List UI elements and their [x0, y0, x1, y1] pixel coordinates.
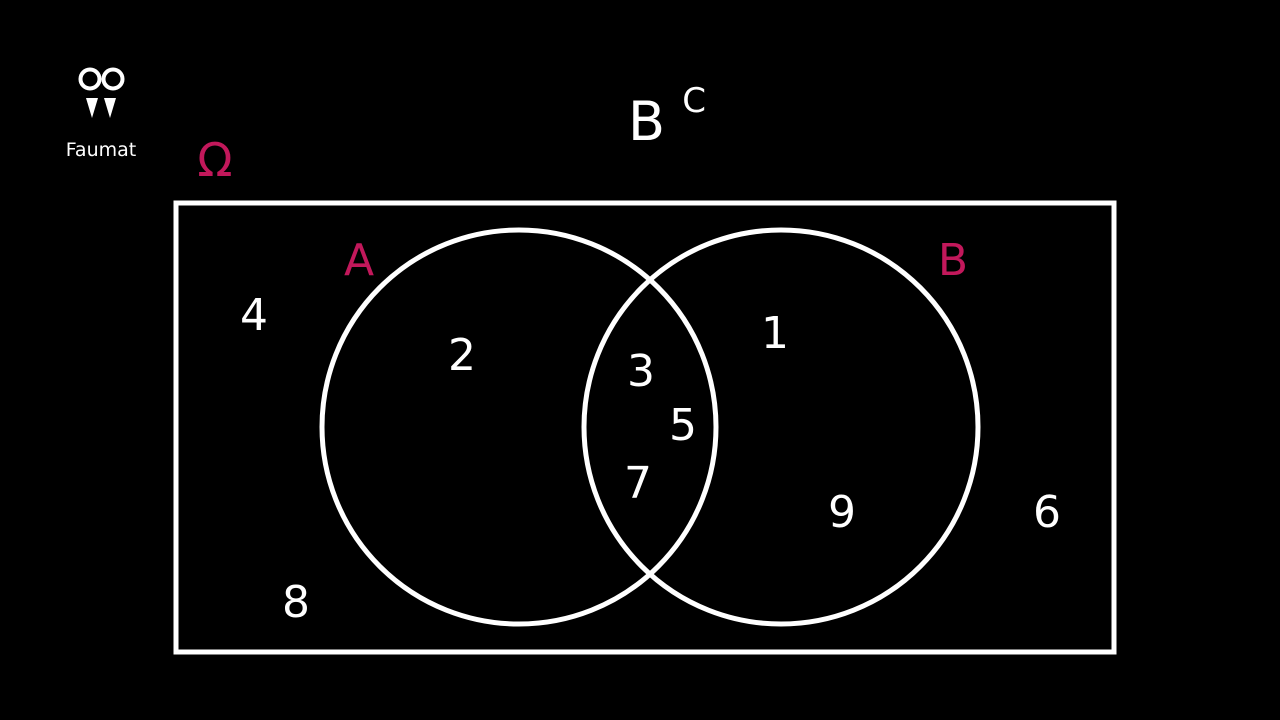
set-a-label: A [344, 235, 374, 286]
faumat-logo: Faumat [66, 67, 136, 161]
set-b-label: B [938, 235, 968, 286]
element-outside: 8 [282, 577, 310, 628]
element-only-b: 1 [761, 308, 789, 359]
element-a-and-b: 5 [669, 400, 697, 451]
element-a-and-b: 7 [624, 458, 652, 509]
universe-rectangle [173, 200, 1117, 655]
owl-icon [78, 67, 125, 118]
element-outside: 6 [1033, 487, 1061, 538]
set-a-circle [319, 227, 719, 627]
universe-label: Ω [197, 133, 232, 187]
logo-label: Faumat [66, 139, 136, 161]
set-b-circle [581, 227, 981, 627]
title-base: B [628, 90, 665, 153]
complement-title: B C [628, 81, 706, 153]
element-only-b: 9 [828, 487, 856, 538]
element-outside: 4 [240, 290, 268, 341]
element-a-and-b: 3 [627, 346, 655, 397]
element-only-a: 2 [448, 330, 476, 381]
title-superscript: C [682, 81, 706, 121]
